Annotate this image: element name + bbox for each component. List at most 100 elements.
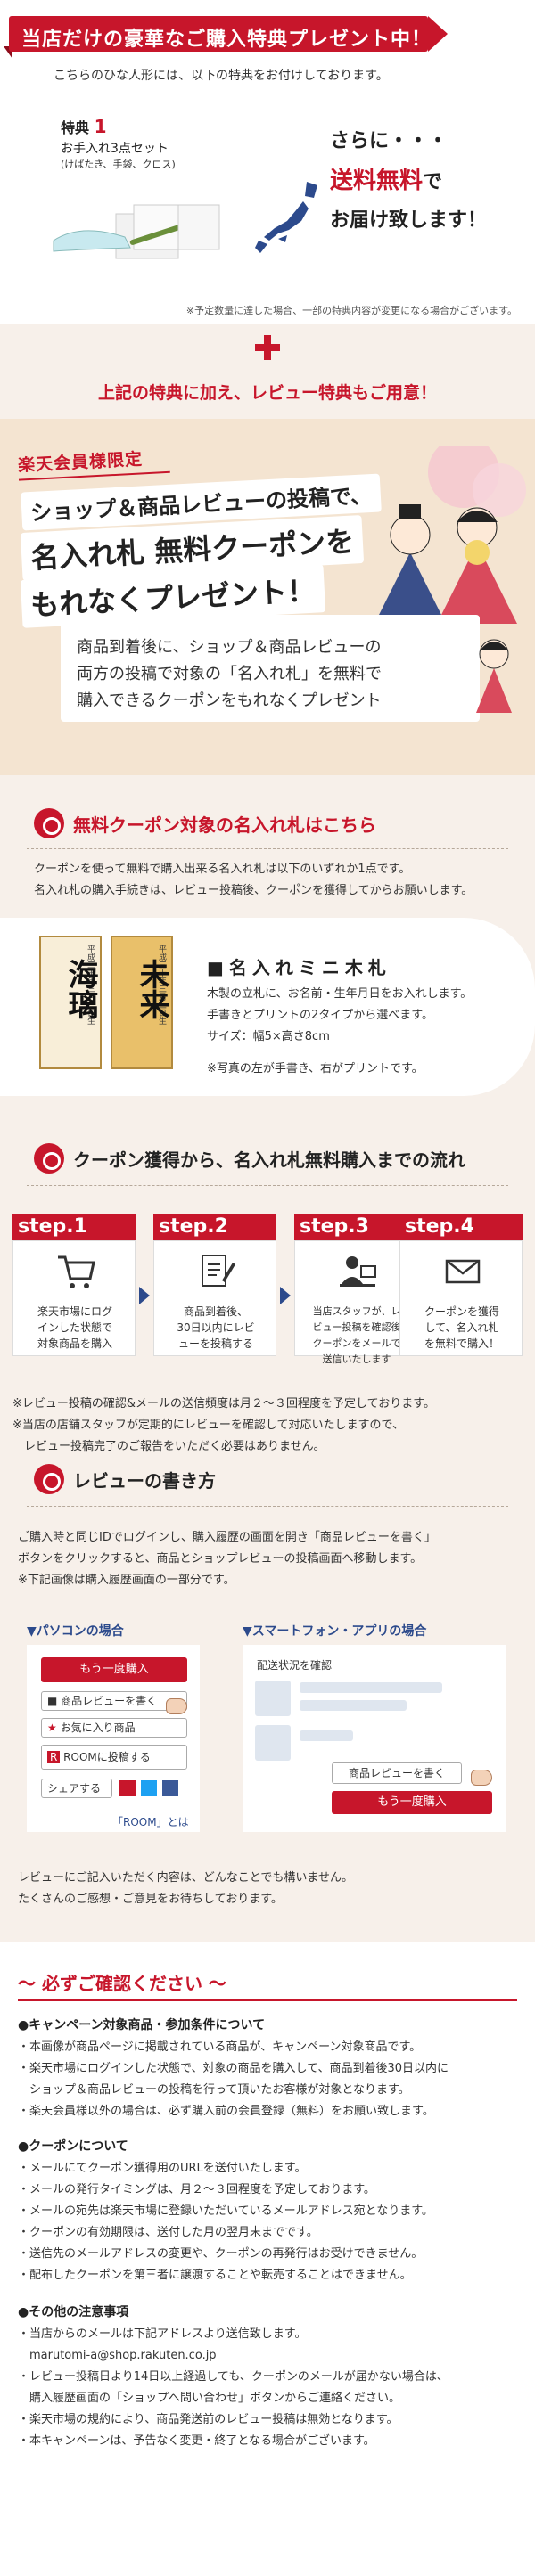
- bonus-item: お手入れ3点セット: [61, 142, 169, 156]
- notice-item: ・楽天会員様以外の場合は、必ず購入前の会員登録（無料）をお願い致します。: [18, 2105, 434, 2118]
- bonus-note: ※予定数量に達した場合、一部の特典内容が変更になる場合がございます。: [185, 305, 517, 316]
- notice-list-1: ・本画像が商品ページに掲載されている商品が、キャンペーン対象商品です。 ・楽天市…: [18, 2037, 449, 2122]
- favorite-button[interactable]: ★ お気に入り商品: [41, 1718, 187, 1738]
- campaign-desc-1: 商品到着後に、ショップ＆商品レビューの: [77, 638, 382, 657]
- notice-item: ・メールの発行タイミングは、月２～３回程度を予定しております。: [18, 2183, 375, 2196]
- members-only-label: 楽天会員様限定: [17, 446, 144, 476]
- campaign-desc-3: 購入できるクーポンをもれなくプレゼント: [77, 691, 382, 710]
- step-text: クーポンを獲得 して、名入れ札 を無料で購入！: [400, 1304, 523, 1352]
- step-3: step.3 当店スタッフが、レ ビュー投稿を確認後 クーポンをメールで 送信い…: [294, 1214, 417, 1365]
- sp-write-review-button[interactable]: 商品レビューを書く: [332, 1762, 462, 1784]
- nameplate-heading-text: 無料クーポン対象の名入れ札はこちら: [73, 814, 376, 836]
- divider: [27, 1185, 508, 1186]
- room-post-label: ROOMに投稿する: [63, 1751, 151, 1763]
- review-p1: ご購入時と同じIDでログインし、購入履歴の画面を開き「商品レビューを書く」: [18, 1531, 436, 1544]
- plate1-name: 海璃: [62, 959, 98, 1019]
- pointing-hand-icon: [471, 1770, 492, 1786]
- notice-divider: [18, 1999, 517, 2001]
- pointing-hand-icon: [166, 1698, 187, 1714]
- notice-title-1: ●キャンペーン対象商品・参加条件について: [18, 2018, 266, 2032]
- pen-document-icon: [202, 1255, 235, 1287]
- flow-note-1: ※レビュー投稿の確認&メールの送信頻度は月２～３回程度を予定しております。: [12, 1397, 435, 1411]
- notice-heading: ～ 必ずご確認ください ～: [18, 1973, 226, 1994]
- review-p3: ※下記画像は購入履歴画面の一部分です。: [18, 1574, 235, 1587]
- favorite-label: お気に入り商品: [60, 1721, 136, 1734]
- notice-item: ・本画像が商品ページに掲載されている商品が、キャンペーン対象商品です。: [18, 2040, 422, 2054]
- staff-pc-icon: [340, 1256, 376, 1287]
- notice-item: ・本キャンペーンは、予告なく変更・終了となる場合がございます。: [18, 2434, 375, 2448]
- notice-item: ・配布したクーポンを第三者に譲渡することや転売することはできません。: [18, 2269, 412, 2282]
- product-thumbnail-blurred: [255, 1725, 291, 1761]
- pc-purchase-history: もう一度購入 ■ 商品レビューを書く ★ お気に入り商品 R ROOMに投稿する…: [27, 1645, 200, 1832]
- plum-mark-icon: [34, 1143, 64, 1174]
- flow-note-3: レビュー投稿完了のご報告をいただく必要はありません。: [12, 1440, 325, 1453]
- plum-mark-icon: [34, 808, 64, 838]
- notice-item: ・当店からのメールは下記アドレスより送信致します。: [18, 2327, 307, 2341]
- step-4: step.4 クーポンを獲得 して、名入れ札 を無料で購入！: [399, 1214, 523, 1356]
- room-post-button[interactable]: R ROOMに投稿する: [41, 1745, 187, 1770]
- thanks-1: レビューにご記入いただく内容は、どんなことでも構いません。: [18, 1871, 353, 1885]
- mail-icon: [445, 1259, 481, 1284]
- campaign-desc-2: 両方の投稿で対象の「名入れ札」を無料で: [77, 665, 382, 683]
- step-body: 当店スタッフが、レ ビュー投稿を確認後 クーポンをメールで 送信いたします: [294, 1240, 417, 1365]
- plate2-birthdate: 平成三十年三月三日生: [157, 945, 166, 1025]
- step-text: 当店スタッフが、レ ビュー投稿を確認後 クーポンをメールで 送信いたします: [295, 1304, 418, 1368]
- step-line: クーポンを獲得: [424, 1305, 499, 1318]
- free-shipping-text: さらに・・・ 送料無料で お届け致します！: [330, 125, 487, 233]
- heart-icon: ★: [47, 1721, 57, 1734]
- ribbon-tail: [4, 46, 12, 59]
- step-body: 楽天市場にログ インした状態で 対象商品を購入: [12, 1240, 136, 1356]
- bonus-item-note: (けばたき、手袋、クロス): [61, 159, 176, 170]
- free-deliver: お届け致します！: [330, 209, 488, 232]
- write-review-label: 商品レビューを書く: [61, 1695, 158, 1707]
- shipping-status-label[interactable]: 配送状況を確認: [257, 1659, 333, 1672]
- write-review-button[interactable]: ■ 商品レビューを書く: [41, 1691, 187, 1711]
- notice-item: ・クーポンの有効期限は、送付した月の翌月末までです。: [18, 2226, 318, 2239]
- smartphone-label: ▼スマートフォン・アプリの場合: [243, 1624, 427, 1639]
- purchase-bonus-section: 当店だけの豪華なご購入特典プレゼント中！ こちらのひな人形には、以下の特典をお付…: [0, 0, 535, 324]
- hina-dolls-illustration: [374, 446, 526, 624]
- review-campaign-section: 楽天会員様限定 ショップ＆商品レビューの投稿で、 名入れ札 無料クーポンを もれ…: [0, 419, 535, 775]
- thanks-2: たくさんのご感想・ご意見をお待ちしております。: [18, 1893, 283, 1906]
- buy-again-button[interactable]: もう一度購入: [41, 1657, 187, 1682]
- step-line: ビュー投稿を確認後: [312, 1321, 401, 1333]
- review-howto-text: ご購入時と同じIDでログインし、購入履歴の画面を開き「商品レビューを書く」 ボタ…: [18, 1527, 436, 1591]
- nameplate-card: 平成三十年三月三日生 海璃 平成三十年三月三日生 未来 ■名入れミニ木札 木製の…: [0, 918, 535, 1096]
- bonus-1-block: 特典 1 お手入れ3点セット (けばたき、手袋、クロス): [61, 116, 203, 178]
- plus-icon: [255, 335, 280, 360]
- step-title: step.2: [153, 1214, 276, 1240]
- notice-item: ・レビュー投稿日より14日以上経過しても、クーポンのメールが届かない場合は、: [18, 2370, 449, 2384]
- bonus-intro: こちらのひな人形には、以下の特典をお付けしております。: [54, 69, 389, 83]
- step-text: 楽天市場にログ インした状態で 対象商品を購入: [13, 1304, 136, 1352]
- bonus-1-label: 特典 1: [61, 116, 203, 137]
- nameplate-detail-2: 手書きとプリントの2タイプから選べます。: [207, 1009, 433, 1022]
- notice-item: marutomi-a@shop.rakuten.co.jp: [18, 2349, 217, 2362]
- room-about-link[interactable]: 「ROOM」とは: [112, 1816, 189, 1828]
- flow-note-2: ※当店の店舗スタッフが定期的にレビューを確認して対応いたしますので、: [12, 1419, 404, 1432]
- step-2: step.2 商品到着後、 30日以内にレビ ューを投稿する: [153, 1214, 276, 1356]
- notice-item: 購入履歴画面の「ショップへ問い合わせ」ボタンからご連絡ください。: [18, 2392, 401, 2405]
- social-icons[interactable]: [119, 1780, 182, 1796]
- share-label: シェアする: [47, 1782, 102, 1795]
- japan-map-icon: [255, 182, 317, 253]
- campaign-description: 商品到着後に、ショップ＆商品レビューの 両方の投稿で対象の「名入れ札」を無料で …: [61, 615, 480, 722]
- step-text: 商品到着後、 30日以内にレビ ューを投稿する: [154, 1304, 277, 1352]
- step-line: 当店スタッフが、レ: [312, 1305, 401, 1317]
- notice-title-2: ●クーポンについて: [18, 2139, 128, 2154]
- free-shipping-suffix: で: [423, 171, 443, 193]
- cart-icon: [58, 1255, 95, 1288]
- sp-buy-again-button[interactable]: もう一度購入: [332, 1791, 492, 1814]
- step-line: 楽天市場にログ: [37, 1305, 112, 1318]
- step-line: を無料で購入！: [424, 1337, 499, 1350]
- room-icon: R: [47, 1751, 61, 1763]
- smartphone-purchase-history: 配送状況を確認 商品レビューを書く もう一度購入: [243, 1645, 506, 1832]
- plate1-birthdate: 平成三十年三月三日生: [86, 945, 95, 1025]
- nameplate-detail-1: 木製の立札に、お名前・生年月日をお入れします。: [207, 987, 473, 1001]
- notice-item: ・メールにてクーポン獲得用のURLを送付いたします。: [18, 2162, 307, 2175]
- review-bonus-headline: 上記の特典に加え、レビュー特典もご用意！: [97, 383, 437, 403]
- share-button[interactable]: シェアする: [41, 1779, 112, 1798]
- step-line: 送信いたします: [322, 1353, 391, 1365]
- product-thumbnail-blurred: [255, 1681, 291, 1716]
- notice-title-3: ●その他の注意事項: [18, 2305, 129, 2319]
- flow-steps: step.1 楽天市場にログ インした状態で 対象商品を購入 step.2 商品…: [12, 1214, 523, 1365]
